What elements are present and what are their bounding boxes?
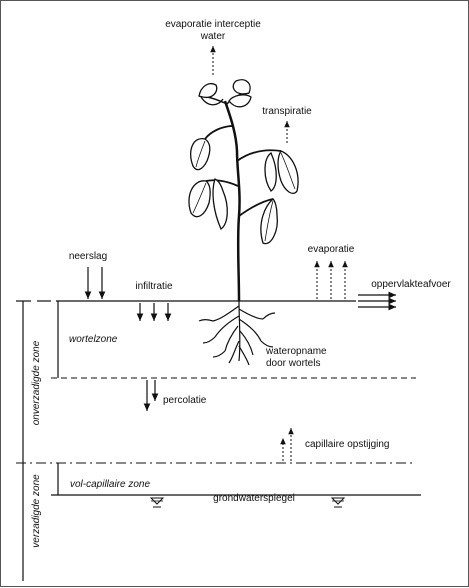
transpiration-label: transpiratie bbox=[262, 106, 312, 117]
infiltration-label: infiltratie bbox=[135, 281, 173, 292]
evap-interception-label-line2: water bbox=[200, 31, 226, 42]
precipitation-label: neerslag bbox=[69, 251, 107, 262]
root-zone-label: wortelzone bbox=[69, 334, 118, 345]
plant-drawing bbox=[188, 79, 299, 302]
plant-roots bbox=[198, 300, 276, 366]
capillary-fringe-label: vol-capillaire zone bbox=[70, 479, 150, 490]
percolation-label: percolatie bbox=[163, 395, 207, 406]
evap-interception-label-line1: evaporatie interceptie bbox=[165, 19, 261, 30]
capillary-rise-label: capillaire opstijging bbox=[305, 439, 390, 450]
unsaturated-zone-label: onverzadigde zone bbox=[31, 340, 42, 425]
saturated-zone-label: verzadigde zone bbox=[31, 474, 42, 548]
groundwater-symbol-left bbox=[149, 497, 165, 508]
evaporation-label: evaporatie bbox=[308, 244, 355, 255]
root-uptake-label-line2: door wortels bbox=[266, 358, 320, 369]
groundwater-symbol-right bbox=[330, 497, 346, 508]
surface-runoff-label: oppervlakteafvoer bbox=[371, 279, 451, 290]
root-uptake-label-line1: wateropname bbox=[265, 346, 327, 357]
groundwater-table-label: grondwaterspiegel bbox=[213, 493, 295, 504]
